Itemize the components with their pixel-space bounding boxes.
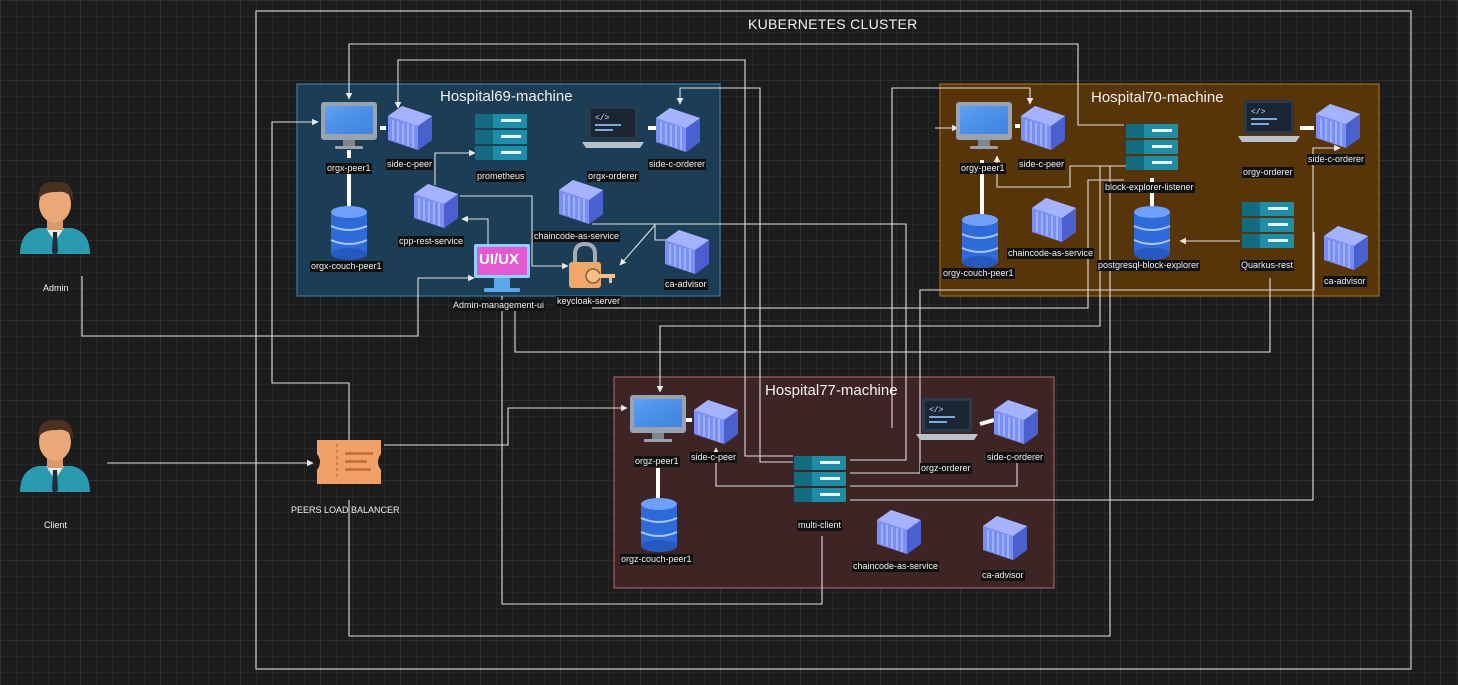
edge-cpp-to-prometheus [434,149,476,185]
orgx-orderer-label: orgx-orderer [587,171,639,182]
ca-advisor69-label: ca-advisor [664,279,708,290]
block-explorer-listener-label: block-explorer-listener [1104,182,1195,193]
edge-multiclient-to-side-c-orderer77 [850,462,1018,487]
multi-client-label: multi-client [797,520,843,531]
ca-advisor70-label: ca-advisor [1323,276,1367,287]
edge-ca-advisor-to-keycloak [619,223,667,266]
postgresql-database-icon [1133,205,1171,261]
prometheus-label: prometheus [476,171,526,182]
postgresql-block-explorer-label: postgresql-block-explorer [1097,260,1201,271]
admin-person-icon [20,181,90,256]
edge-multiclient-to-side-c-orderer69 [676,87,793,463]
orgx-peer1-label: orgx-peer1 [326,163,372,174]
block-explorer-server-icon [1126,124,1178,170]
prometheus-server-icon [475,114,527,160]
side-c-peer70-label: side-c-peer [1018,159,1066,170]
connector-lines [81,43,1341,637]
edge-multiclient-to-side-c-peer69 [394,59,793,457]
load-balancer-label: PEERS LOAD BALANCER [291,505,400,515]
keycloak-server-label: keycloak-server [556,296,622,307]
edge-lb-to-orgx-peer [271,118,350,440]
client-person-icon [20,419,90,494]
orgy-peer1-label: orgy-peer1 [960,163,1006,174]
chaincode69-label: chaincode-as-service [533,231,621,242]
edge-lb-to-orgy-peer [348,155,1111,637]
orgz-couch-database-icon [640,497,678,553]
kubernetes-cluster-boundary [255,10,1412,670]
cpp-rest-service-label: cpp-rest-service [398,236,465,247]
hospital70-title: Hospital70-machine [1091,89,1224,106]
edge-multiclient-to-ca [850,232,1315,474]
hospital77-title: Hospital77-machine [765,382,898,399]
edge-admin-to-ui [81,274,475,337]
orgy-orderer-label: orgy-orderer [1242,167,1294,178]
cluster-title: KUBERNETES CLUSTER [748,16,918,32]
ui-badge: UI/UX [479,251,520,268]
quarkus-server-icon [1242,202,1294,248]
ca-advisor77-label: ca-advisor [981,570,1025,581]
orgx-couch-peer1-label: orgx-couch-peer1 [310,261,383,272]
edge-ui-to-cpp [461,215,489,244]
edge-lb-to-orgz-peer [384,404,628,446]
admin-label: Admin [43,283,69,293]
side-c-orderer70-label: side-c-orderer [1307,154,1366,165]
edge-keycloak-to-block-explorer [592,179,1124,309]
admin-management-ui-label[interactable]: Admin-management-ui [452,300,546,311]
orgz-orderer-label: orgz-orderer [920,463,972,474]
hospital69-title: Hospital69-machine [440,88,573,105]
edge-multiclient-to-chaincode69 [592,223,907,461]
side-c-peer69-label: side-c-peer [386,159,434,170]
orgy-couch-peer1-label: orgy-couch-peer1 [942,268,1015,279]
side-c-orderer77-label: side-c-orderer [986,452,1045,463]
chaincode70-label: chaincode-as-service [1007,248,1095,259]
orgz-couch-peer1-label: orgz-couch-peer1 [620,554,693,565]
quarkus-rest-label: Quarkus-rest [1240,260,1295,271]
orgx-couch-database-icon [330,205,368,261]
edge-multiclient-to-side-c-orderer70 [850,144,1341,501]
edge-to-side-c-peer70 [891,87,1034,428]
chaincode77-label: chaincode-as-service [852,561,940,572]
orgz-peer1-label: orgz-peer1 [634,456,680,467]
orgy-couch-database-icon [961,213,999,269]
admin-ui-monitor-icon [474,244,530,292]
side-c-orderer69-label: side-c-orderer [648,159,707,170]
edge-cpp-to-keycloak [460,195,569,270]
multi-client-server-icon [794,456,846,502]
edge-orgz-peer-loop [656,165,1128,393]
edge-ui-to-multiclient [501,296,823,605]
client-label: Client [44,520,68,530]
side-c-peer77-label: side-c-peer [690,452,738,463]
ticket-icon [316,439,382,485]
